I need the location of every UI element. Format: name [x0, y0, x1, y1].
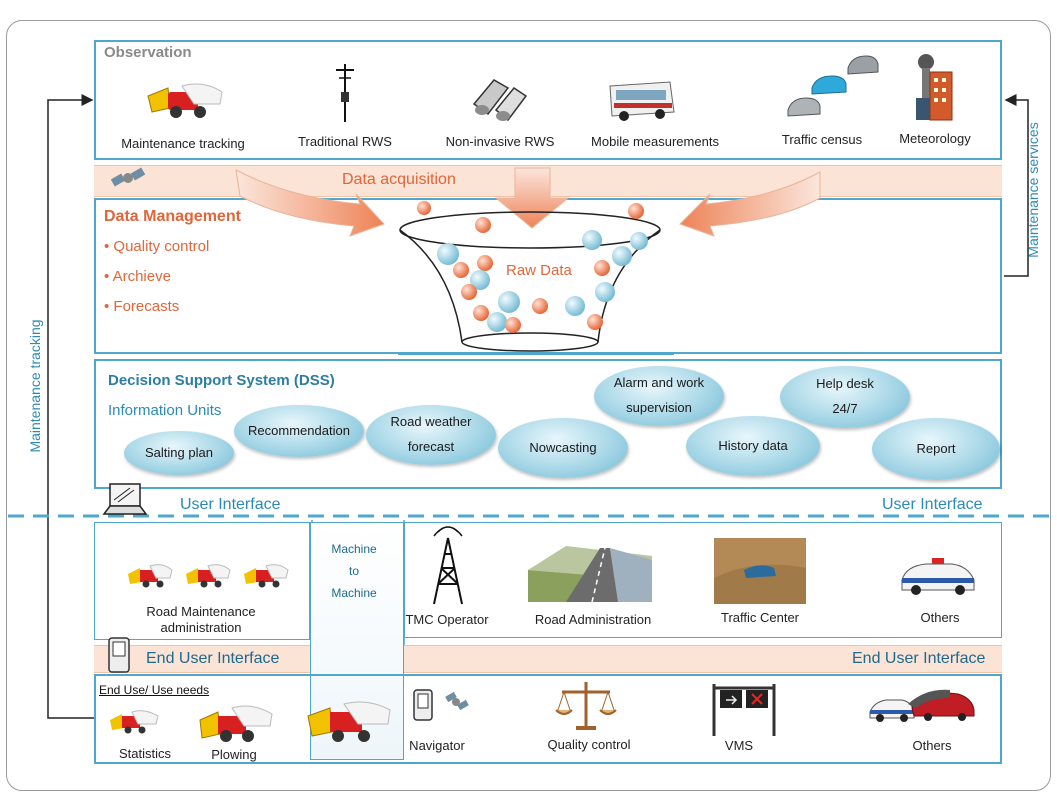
navigator-label: Navigator — [409, 738, 465, 753]
obs-label-meteorology: Meteorology — [899, 131, 971, 146]
user-interface-left: User Interface — [180, 496, 281, 513]
traffic-center-label: Traffic Center — [720, 610, 800, 625]
unit-history-data: History data — [686, 416, 820, 476]
outer-frame — [6, 20, 1051, 791]
road-landscape-icon — [528, 546, 652, 603]
unit-label: Help desk — [816, 376, 874, 392]
end-user-interface-right: End User Interface — [852, 650, 986, 667]
unit-nowcasting: Nowcasting — [498, 418, 628, 478]
stakeholders-box — [404, 522, 1002, 638]
unit-help-desk: Help desk 24/7 — [780, 366, 910, 428]
snowplow-fleet-icon — [128, 564, 289, 588]
unit-label: Nowcasting — [529, 439, 597, 455]
dss-title: Decision Support System (DSS) — [108, 372, 335, 389]
data-management-title: Data Management — [104, 208, 241, 225]
unit-recommendation: Recommendation — [234, 405, 364, 457]
bus-icon — [609, 81, 675, 121]
cars-icon — [787, 55, 879, 117]
plowing-label: Plowing — [211, 747, 257, 762]
radar-tower-icon — [916, 54, 953, 121]
statistics-plow-icon — [110, 710, 159, 734]
unit-label: Road weather — [390, 414, 472, 430]
police-car-icon — [901, 558, 975, 595]
unit-label: History data — [718, 437, 788, 453]
data-acquisition-label: Data acquisition — [342, 171, 456, 188]
end-user-interface-left: End User Interface — [146, 650, 280, 667]
observation-box — [94, 40, 1002, 160]
unit-label: Report — [916, 440, 956, 456]
statistics-label: Statistics — [118, 746, 172, 761]
car-crash-icon — [869, 689, 975, 722]
user-interface-right: User Interface — [882, 496, 983, 513]
road-maintenance-label: Road Maintenance administration — [146, 604, 256, 635]
obs-label-maintenance-tracking: Maintenance tracking — [121, 136, 245, 151]
scales-icon — [555, 682, 617, 730]
dm-item-archieve: • Archieve — [104, 268, 171, 285]
m2m-line-1: Machine — [331, 542, 377, 556]
raw-data-label: Raw Data — [506, 262, 572, 279]
end-user-interface-band-right — [404, 645, 1002, 673]
handheld-icon — [108, 637, 130, 673]
unit-label: Salting plan — [145, 444, 213, 460]
tmc-operator-label: TMC Operator — [405, 612, 489, 627]
unit-road-weather-forecast: Road weather forecast — [366, 405, 496, 465]
dss-subtitle: Information Units — [108, 402, 222, 419]
others-users-label: Others — [920, 610, 960, 625]
unit-label-2: forecast — [407, 439, 455, 454]
unit-report: Report — [872, 418, 1000, 480]
navigator-icon — [413, 689, 469, 721]
dm-item-quality-control: • Quality control — [104, 238, 210, 255]
observation-title: Observation — [104, 44, 192, 61]
dm-item-forecasts: • Forecasts — [104, 298, 180, 315]
weather-mast-icon — [336, 64, 354, 122]
sensor-icon — [472, 79, 528, 122]
m2m-plow-icon — [307, 701, 391, 742]
dss-box — [94, 359, 1002, 489]
unit-label-2: 24/7 — [832, 401, 858, 416]
obs-label-non-invasive-rws: Non-invasive RWS — [445, 134, 555, 149]
sign-gantry-icon — [712, 684, 776, 736]
quality-control-label: Quality control — [547, 737, 631, 752]
traffic-camera-icon — [714, 538, 806, 604]
vms-label: VMS — [724, 738, 754, 753]
obs-label-traffic-census: Traffic census — [781, 132, 863, 147]
unit-label: Alarm and work — [613, 375, 705, 391]
road-maintenance-box — [94, 522, 310, 640]
m2m-line-3: Machine — [331, 586, 377, 600]
unit-label-2: supervision — [626, 400, 692, 415]
unit-salting-plan: Salting plan — [124, 431, 234, 475]
snowplow-icon — [147, 83, 223, 118]
others-end-use-label: Others — [912, 738, 952, 753]
obs-label-mobile-measurements: Mobile measurements — [591, 134, 719, 149]
end-use-box — [94, 674, 1002, 764]
unit-alarm-work-supervision: Alarm and work supervision — [594, 366, 724, 426]
end-use-title: End Use/ Use needs — [99, 683, 210, 697]
obs-label-traditional-rws: Traditional RWS — [298, 134, 392, 149]
road-administration-label: Road Administration — [534, 612, 652, 627]
end-user-interface-band-left — [94, 645, 310, 673]
unit-label: Recommendation — [248, 422, 350, 438]
m2m-line-2: to — [348, 564, 360, 578]
antenna-tower-icon — [433, 526, 463, 605]
laptop-icon — [102, 483, 148, 515]
plowing-icon — [199, 705, 273, 742]
satellite-icon — [110, 167, 146, 187]
